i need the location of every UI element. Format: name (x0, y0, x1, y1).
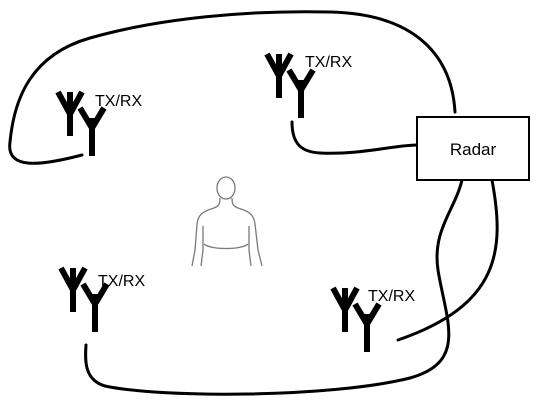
radar-box: Radar (416, 116, 530, 181)
antenna-bottom-right: TX/RX (333, 288, 415, 352)
antenna-top-left: TX/RX (58, 92, 142, 156)
cable-top-middle (290, 120, 419, 155)
cable-bottom-right (396, 178, 499, 342)
antenna-top-middle-label: TX/RX (305, 54, 352, 71)
cable-bottom-loop (84, 178, 464, 396)
radar-label: Radar (450, 140, 497, 159)
cable-top-loop (8, 10, 457, 165)
person-icon (191, 176, 263, 267)
antenna-bottom-left-label: TX/RX (98, 273, 145, 290)
antenna-bottom-left: TX/RX (61, 268, 145, 332)
antenna-top-left-label: TX/RX (95, 93, 142, 110)
cables (8, 10, 499, 396)
radar-box-rect (416, 116, 530, 181)
antenna-bottom-right-label: TX/RX (368, 288, 415, 305)
antenna-top-middle: TX/RX (267, 54, 352, 118)
